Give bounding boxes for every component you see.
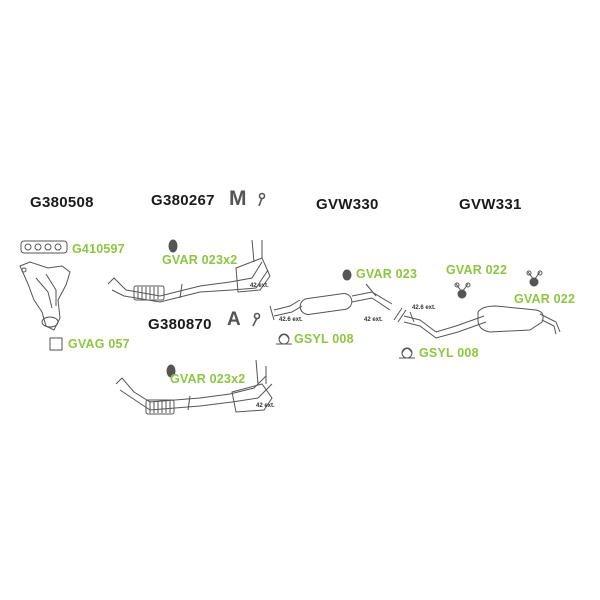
part-number-gvw331[interactable]: GVW331 [459,196,522,213]
front-pipe-bottom-drawing [115,359,273,415]
manifold-gasket-drawing [20,240,68,254]
dimension-label: 42.6 ext. [412,305,436,311]
gasket-drawing [49,337,63,351]
break-marks-drawing [393,307,407,323]
accessory-gvar023x2-top[interactable]: GVAR 023x2 [162,253,238,267]
accessory-g410597[interactable]: G410597 [72,242,125,256]
accessory-gsyl008-b[interactable]: GSYL 008 [419,346,479,360]
hanger-bottom-drawing [166,364,176,378]
fitting-tool-icons [252,192,266,327]
part-number-gvw330[interactable]: GVW330 [316,196,379,213]
accessory-gsyl008-a[interactable]: GSYL 008 [294,332,354,346]
hanger-middle-drawing [342,269,352,281]
dimension-label: 42.6 ext. [279,317,303,323]
part-number-g380508[interactable]: G380508 [30,194,94,211]
accessory-gvar023x2-bottom[interactable]: GVAR 023x2 [170,372,246,386]
part-number-g380870[interactable]: G380870 [148,316,212,333]
dimension-label: 42 ext. [256,403,275,409]
clamp-b-drawing [399,347,415,359]
clamp-a-drawing [276,333,292,345]
accessory-gvag057[interactable]: GVAG 057 [68,337,130,351]
part-number-g380267[interactable]: G380267 [151,192,215,209]
a-badge: A [227,309,241,330]
middle-silencer-drawing [269,283,393,321]
dimension-label: 42 ext. [364,317,383,323]
accessory-gvar022-a[interactable]: GVAR 022 [446,263,508,277]
hanger-top-drawing [168,239,178,253]
hanger-rear-b-drawing [526,270,543,287]
accessory-gvar022-b[interactable]: GVAR 022 [514,292,576,306]
rear-silencer-drawing [403,305,561,339]
exhaust-manifold-drawing [19,261,71,331]
front-pipe-top-drawing [107,239,271,303]
dimension-label: 42 ext. [250,283,269,289]
accessory-gvar023[interactable]: GVAR 023 [356,267,418,281]
m-badge: M [229,187,247,210]
hanger-rear-a-drawing [454,282,471,299]
